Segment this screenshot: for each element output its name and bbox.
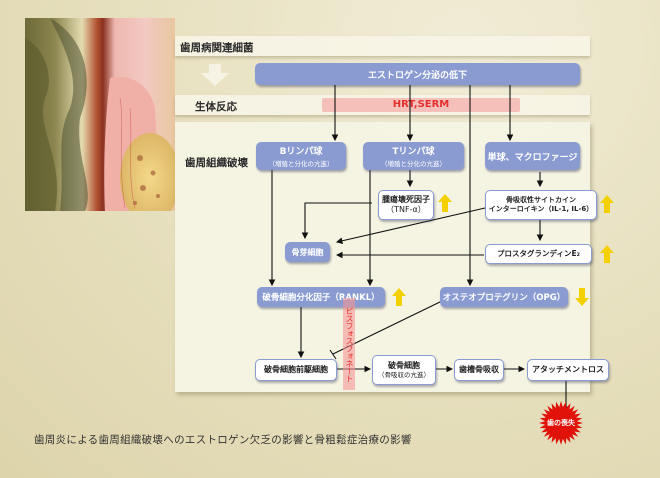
periodontal-tissue-illustration bbox=[25, 18, 175, 211]
row-label-response: 生体反応 bbox=[195, 101, 237, 113]
tooth-loss-label: 歯の喪失 bbox=[547, 419, 575, 427]
osteoblast-box: 骨芽細胞 bbox=[285, 242, 330, 262]
rankl-increase-arrow-icon bbox=[392, 288, 406, 306]
opg-label: オステオプロテグリン（OPG） bbox=[442, 293, 566, 303]
rankl-label: 破骨細胞分化因子（RANKL） bbox=[262, 293, 380, 303]
band-bacteria bbox=[175, 36, 590, 56]
cytokine-label: 骨吸収性サイトカイン bbox=[506, 196, 576, 205]
alveolar-resorption-box: 歯槽骨吸収 bbox=[454, 359, 504, 381]
estrogen-decline-label: エストロゲン分泌の低下 bbox=[367, 70, 467, 81]
tnf-box: 腫瘍壊死因子 （TNF-α） bbox=[378, 190, 434, 220]
b-lymphocyte-label: Bリンパ球 bbox=[279, 147, 323, 157]
down-arrow-icon bbox=[200, 64, 230, 86]
t-lymphocyte-label: Tリンパ球 bbox=[392, 147, 435, 157]
tnf-label: 腫瘍壊死因子 bbox=[382, 195, 430, 204]
osteoclast-label: 破骨細胞 bbox=[388, 360, 420, 370]
monocyte-macrophage-label: 単球、マクロファージ bbox=[487, 152, 578, 163]
figure-caption: 歯周炎による歯周組織破壊へのエストロゲン欠乏の影響と骨粗鬆症治療の影響 bbox=[34, 434, 412, 446]
t-lymphocyte-sublabel: （増殖と分化の亢進） bbox=[381, 160, 446, 168]
prostaglandin-box: プロスタグランディンE₂ bbox=[485, 244, 592, 264]
osteoclast-precursor-label: 破骨細胞前駆細胞 bbox=[264, 365, 328, 374]
monocyte-macrophage-box: 単球、マクロファージ bbox=[485, 142, 580, 170]
attachment-loss-box: アタッチメントロス bbox=[527, 359, 609, 381]
rankl-box: 破骨細胞分化因子（RANKL） bbox=[257, 287, 385, 307]
b-lymphocyte-box: Bリンパ球 （増殖と分化の亢進） bbox=[256, 142, 346, 170]
t-lymphocyte-box: Tリンパ球 （増殖と分化の亢進） bbox=[363, 142, 464, 170]
tnf-sublabel: （TNF-α） bbox=[386, 205, 426, 214]
alveolar-resorption-label: 歯槽骨吸収 bbox=[459, 365, 499, 374]
pge2-increase-arrow-icon bbox=[600, 245, 614, 263]
cytokine-increase-arrow-icon bbox=[600, 195, 614, 213]
bisphosphonate-band: ビスフォスフォネート bbox=[343, 298, 355, 390]
estrogen-decline-box: エストロゲン分泌の低下 bbox=[255, 63, 580, 85]
osteoclast-sublabel: （骨吸収の亢進） bbox=[378, 370, 430, 379]
b-lymphocyte-sublabel: （増殖と分化の亢進） bbox=[268, 160, 334, 168]
tooth-loss-burst-icon bbox=[539, 401, 583, 445]
cytokine-box: 骨吸収性サイトカイン インターロイキン（IL-1, IL-6） bbox=[485, 190, 597, 220]
tnf-increase-arrow-icon bbox=[438, 194, 452, 212]
row-label-destruction: 歯周組織破壊 bbox=[185, 157, 248, 169]
prostaglandin-label: プロスタグランディンE₂ bbox=[497, 249, 580, 259]
osteoclast-box: 破骨細胞 （骨吸収の亢進） bbox=[372, 355, 436, 385]
opg-decrease-arrow-icon bbox=[575, 288, 589, 306]
osteoclast-precursor-box: 破骨細胞前駆細胞 bbox=[255, 359, 337, 381]
row-label-bacteria: 歯周病関連細菌 bbox=[180, 42, 254, 54]
cytokine-sublabel: インターロイキン（IL-1, IL-6） bbox=[488, 205, 594, 213]
opg-box: オステオプロテグリン（OPG） bbox=[440, 287, 568, 307]
osteoblast-label: 骨芽細胞 bbox=[291, 247, 324, 257]
attachment-loss-label: アタッチメントロス bbox=[532, 365, 604, 374]
